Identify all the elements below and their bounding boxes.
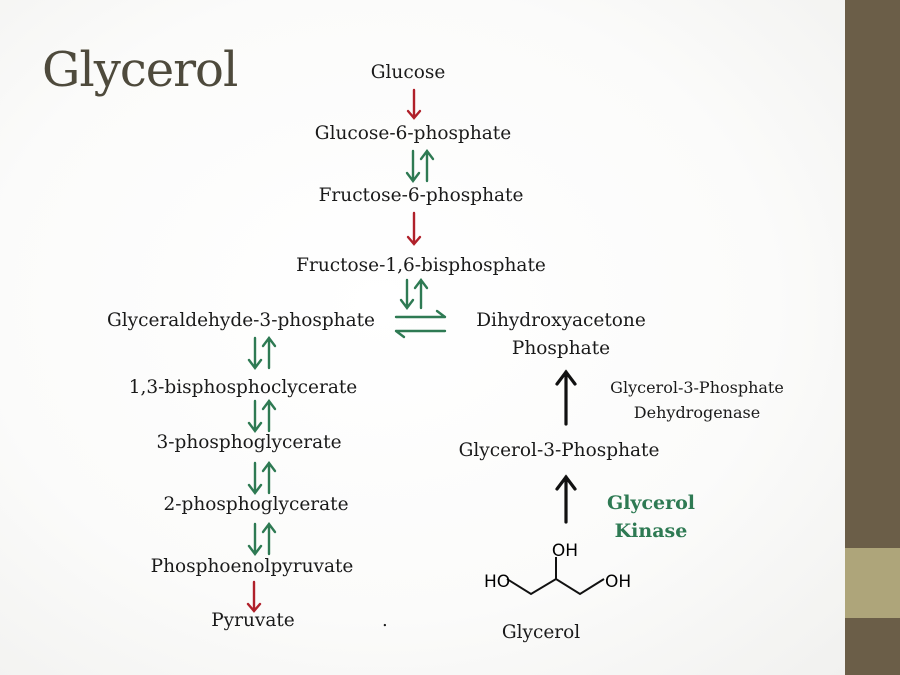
arrow-dhap-to-g3p: [394, 329, 447, 339]
arrow-g3p-dehydrogenase: [555, 369, 577, 426]
dehydrogenase-line-1: Glycerol-3-Phosphate: [610, 378, 784, 397]
arrow-g3p-bpg-up-arrow: [261, 336, 277, 370]
glycerol-structure: OH HO OH: [484, 541, 631, 596]
label-glucose: Glucose: [370, 62, 446, 83]
label-2-phosphoglycerate: 2-phosphoglycerate: [163, 494, 349, 515]
sidebar-bar-dark: [845, 0, 900, 548]
arrow-glycerol-kinase: [555, 474, 577, 524]
kinase-line-1: Glycerol: [606, 492, 696, 514]
glycerol-skeleton-bonds: [506, 577, 605, 596]
label-glycerol-3-phosphate-dehydrogenase: Glycerol-3-Phosphate Dehydrogenase: [610, 375, 784, 425]
dehydrogenase-line-2: Dehydrogenase: [633, 403, 761, 422]
ho-left-text: HO: [484, 572, 510, 592]
dhap-line-2: Phosphate: [511, 338, 611, 359]
arrow-bpg-3pg-up-arrow: [261, 399, 277, 433]
arrow-2pg-pep-up-arrow: [261, 522, 277, 556]
slide-title: Glycerol: [42, 42, 238, 98]
slide: [0, 0, 845, 675]
arrow-g3p-to-dhap: [394, 309, 447, 319]
arrow-3pg-2pg-down-arrow: [247, 461, 263, 495]
arrow-group: [246, 88, 577, 613]
stray-dot: .: [382, 610, 388, 631]
label-1-3-bisphosphoglycerate: 1,3-bisphosphoclycerate: [128, 377, 358, 398]
label-fructose-1-6-bisphosphate: Fructose-1,6-bisphosphate: [296, 255, 546, 276]
oh-right-text: OH: [605, 572, 631, 592]
arrow-2pg-pep-down-arrow: [247, 522, 263, 556]
label-pyruvate: Pyruvate: [211, 610, 295, 631]
label-3-phosphoglycerate: 3-phosphoglycerate: [156, 432, 342, 453]
kinase-line-2: Kinase: [614, 520, 688, 542]
label-glycerol-3-phosphate: Glycerol-3-Phosphate: [458, 440, 660, 461]
arrow-glucose-to-g6p: [406, 88, 422, 120]
label-dihydroxyacetone-phosphate: Dihydroxyacetone Phosphate: [476, 308, 646, 362]
arrow-f6p-to-f16bp: [406, 211, 422, 246]
arrow-f16bp-split-up-arrow: [413, 278, 429, 310]
label-glyceraldehyde-3-phosphate: Glyceraldehyde-3-phosphate: [106, 310, 376, 331]
label-glucose-6-phosphate: Glucose-6-phosphate: [314, 123, 512, 144]
sidebar-bar-dark-bottom: [845, 618, 900, 675]
arrow-g3p-bpg-down-arrow: [247, 336, 263, 370]
label-glycerol-kinase: Glycerol Kinase: [607, 489, 695, 545]
pathway-arrows: OH HO OH: [246, 88, 631, 613]
arrow-g6p-f6p-up-arrow: [419, 149, 435, 183]
oh-top-text: OH: [552, 541, 578, 561]
arrow-f16bp-split-down-arrow: [399, 278, 415, 310]
arrow-bpg-3pg-down-arrow: [247, 399, 263, 433]
label-fructose-6-phosphate: Fructose-6-phosphate: [318, 185, 524, 206]
label-phosphoenolpyruvate: Phosphoenolpyruvate: [150, 556, 354, 577]
dhap-line-1: Dihydroxyacetone: [476, 310, 646, 331]
label-glycerol: Glycerol: [501, 622, 581, 643]
sidebar-bar-light: [845, 548, 900, 618]
arrow-g6p-f6p-down-arrow: [405, 149, 421, 183]
arrow-3pg-2pg-up-arrow: [261, 461, 277, 495]
arrow-pep-to-pyruvate: [246, 580, 262, 613]
